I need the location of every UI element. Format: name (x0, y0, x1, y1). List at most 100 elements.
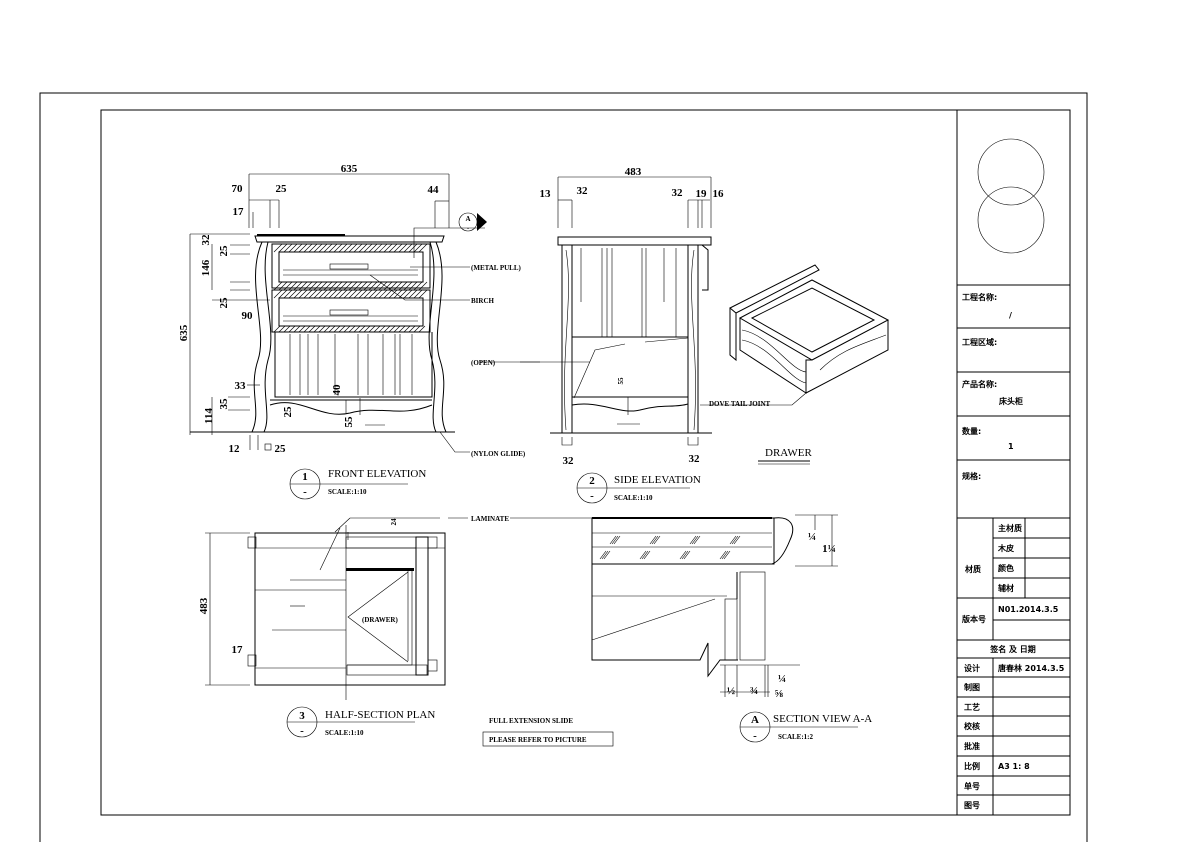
hatch-line (323, 243, 333, 253)
dim: 32 (577, 185, 589, 197)
view-sub: - (753, 730, 757, 742)
hatch-line (323, 289, 333, 299)
logo-circle-bottom (977, 186, 1045, 254)
dim: 25 (218, 245, 230, 257)
hatch-line (363, 281, 373, 291)
hatch-line (313, 325, 321, 333)
hatch-line (413, 325, 421, 333)
hatch-line (358, 281, 368, 291)
dim: ¾ (750, 685, 758, 697)
hatch-line (373, 243, 383, 253)
front-elevation: A - 635 70 25 44 17 32 25 146 25 90 635 … (178, 163, 540, 500)
hatch-line (288, 243, 298, 253)
hatch-line (693, 535, 701, 545)
hatch-line (368, 289, 378, 299)
hatch-line (383, 325, 391, 333)
hatch-line (681, 550, 689, 560)
hatch-line (378, 289, 388, 299)
title-block: 工程名称: / 工程区域: 产品名称: 床头柜 数量: 1 规格: 材质 主材质… (956, 110, 1070, 815)
quantity-value: 1 (1008, 442, 1014, 451)
hatch-line (303, 289, 313, 299)
project-name-value: / (1009, 311, 1012, 320)
section-marker-letter: A (465, 215, 470, 223)
material-label: 材质 (965, 564, 981, 574)
hatch-line (689, 535, 697, 545)
hatch-line (298, 325, 306, 333)
hatch-line (308, 243, 318, 253)
hatch-line (363, 289, 373, 299)
hatch-line (338, 325, 346, 333)
dim: 32 (563, 455, 575, 467)
dim: 32 (689, 453, 701, 465)
note-dove-tail: DOVE TAIL JOINT (709, 400, 771, 408)
hatch-line (733, 535, 741, 545)
hatch-line (413, 281, 423, 291)
view-title: SIDE ELEVATION (614, 474, 701, 486)
hatch-line (353, 289, 363, 299)
hatch-line (288, 325, 296, 333)
hatch-line (368, 243, 378, 253)
row-label: 批准 (964, 741, 980, 751)
dim: 44 (428, 184, 440, 196)
hatch-line (653, 535, 661, 545)
dim: ⅝ (775, 688, 783, 700)
dim: 483 (198, 597, 210, 614)
hatch-line (343, 289, 353, 299)
hatch-line (408, 325, 416, 333)
row-value: 唐春林 2014.3.5 (998, 663, 1065, 673)
hatch-line (278, 281, 288, 291)
hatch-line (398, 325, 406, 333)
half-section-plan: 483 24 17 (DRAWER) 3 - HALF-SECTION PLAN… (198, 517, 446, 738)
hatch-line (358, 289, 368, 299)
hatch-line (378, 281, 388, 291)
hatch-line (403, 289, 413, 299)
dim: 32 (672, 187, 684, 199)
row-label: 设计 (964, 663, 980, 673)
material-row-main: 主材质 (998, 523, 1022, 533)
quantity-label: 数量: (962, 426, 981, 436)
hatch-line (611, 535, 619, 545)
dim: 635 (341, 163, 358, 175)
side-elevation: 483 13 32 32 19 16 55 32 32 2 - SIDE ELE… (520, 166, 724, 504)
hatch-line (383, 243, 393, 253)
dim: 32 (200, 234, 212, 246)
hatch-line (278, 289, 288, 299)
dim: ¼ (778, 673, 786, 685)
hatch-line (408, 281, 418, 291)
hatch-line (328, 325, 336, 333)
hatch-line (288, 281, 298, 291)
hatch-line (338, 289, 348, 299)
dim: 17 (232, 644, 244, 656)
dim: 24 (390, 518, 398, 526)
hatch-line (328, 281, 338, 291)
dim: 17 (233, 206, 245, 218)
row-value: A3 1: 8 (998, 762, 1030, 771)
hatch-line (388, 281, 398, 291)
hatch-line (278, 325, 286, 333)
hatch-line (343, 281, 353, 291)
view-number: 3 (299, 710, 305, 722)
note-full-extension-slide: FULL EXTENSION SLIDE (489, 717, 573, 725)
hatch-line (691, 535, 699, 545)
hatch-line (383, 281, 393, 291)
hatch-line (378, 243, 388, 253)
hatch-line (651, 535, 659, 545)
dim: 90 (242, 310, 254, 322)
view-scale: SCALE:1:10 (614, 494, 653, 502)
hatch-line (348, 289, 358, 299)
hatch-line (731, 535, 739, 545)
view-number: 2 (589, 475, 595, 487)
hatch-line (303, 325, 311, 333)
hatch-line (288, 289, 298, 299)
dim: 635 (178, 324, 190, 341)
view-sub: - (303, 486, 307, 498)
row-label: 比例 (964, 761, 980, 771)
hatch-line (729, 535, 737, 545)
hatch-line (313, 289, 323, 299)
hatch-line (373, 325, 381, 333)
hatch-line (303, 281, 313, 291)
hatch-line (363, 325, 371, 333)
hatch-line (338, 281, 348, 291)
hatch-line (283, 243, 293, 253)
metal-pull (329, 309, 369, 316)
